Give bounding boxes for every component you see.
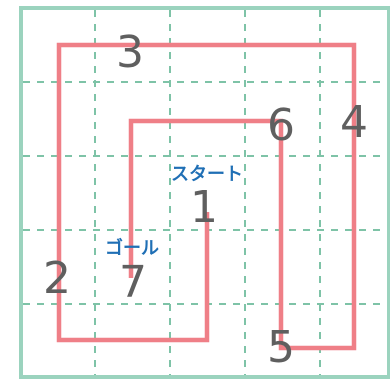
- number-5: 5: [267, 322, 295, 373]
- spiral-path: [56, 42, 357, 351]
- start-label: スタート: [171, 164, 243, 185]
- number-6: 6: [267, 100, 295, 151]
- number-4: 4: [340, 97, 368, 148]
- number-7: 7: [119, 257, 147, 308]
- number-1: 1: [190, 182, 218, 233]
- number-3: 3: [116, 27, 144, 78]
- goal-label: ゴール: [105, 237, 159, 259]
- number-2: 2: [43, 253, 71, 304]
